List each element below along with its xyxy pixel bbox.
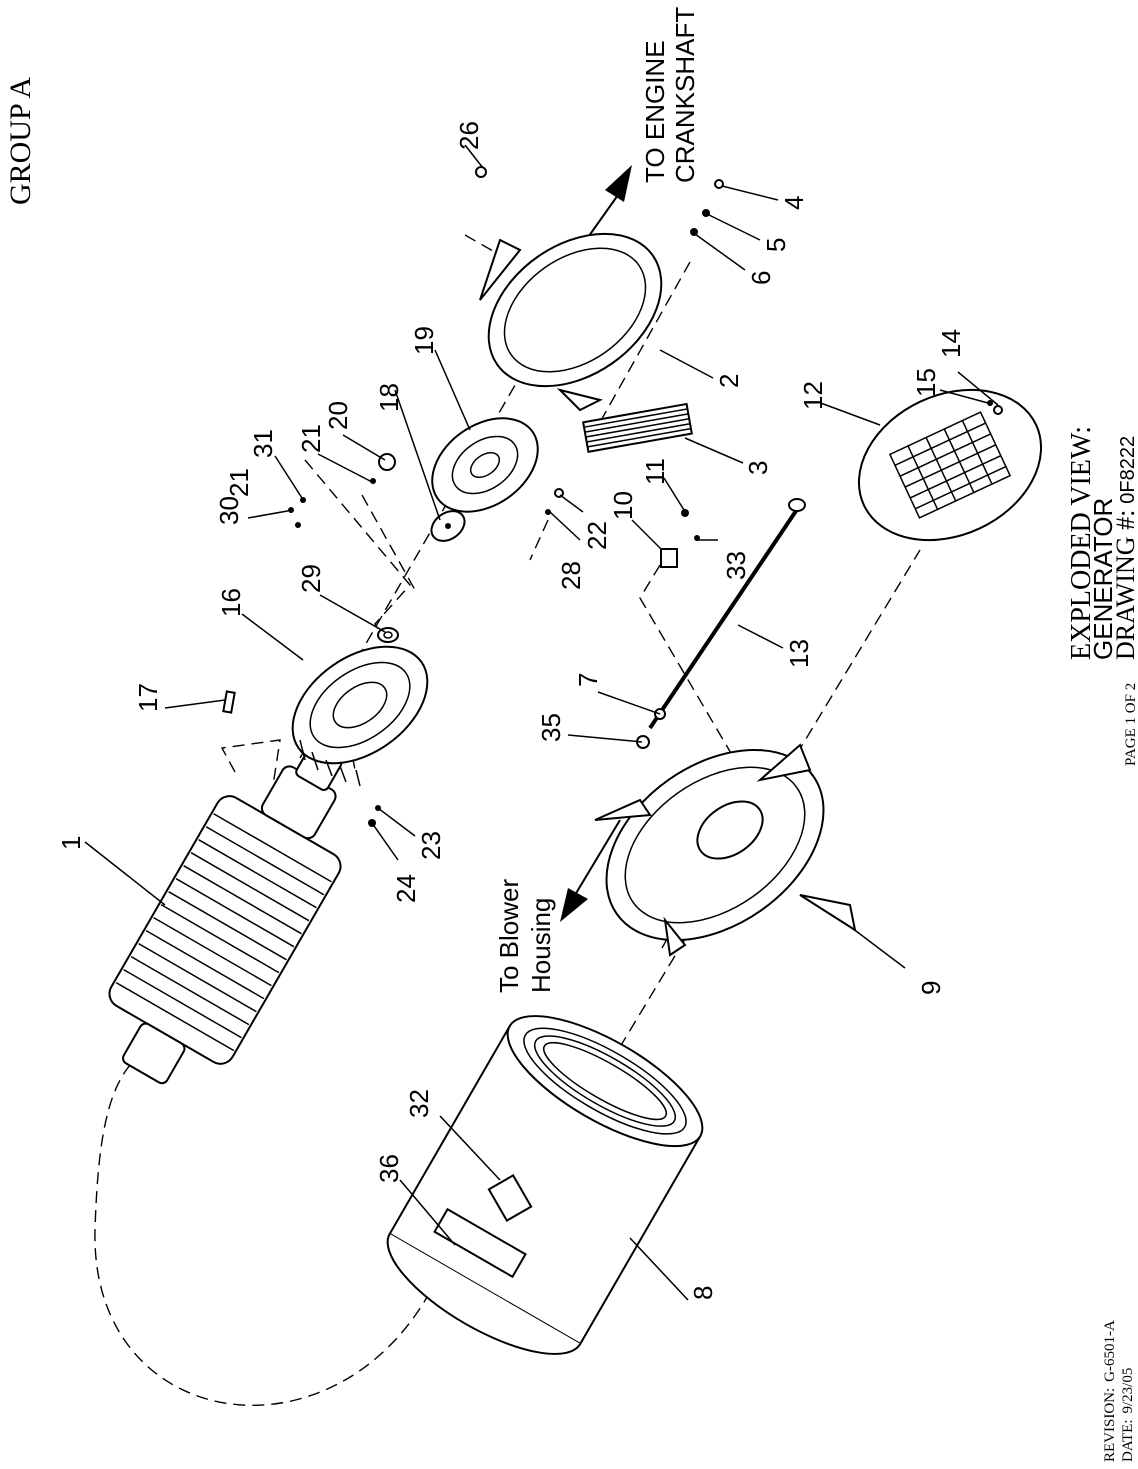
callout-7: 7	[573, 673, 603, 687]
through-bolt-part	[648, 498, 806, 730]
callout-3: 3	[743, 461, 773, 475]
to-blower-label-line2: Housing	[526, 898, 556, 993]
label-36-decal	[433, 1207, 527, 1279]
callout-1: 1	[56, 836, 86, 850]
callout-16: 16	[216, 588, 246, 617]
callout-35: 35	[536, 713, 566, 742]
callout-20: 20	[323, 401, 353, 430]
stator-housing-part	[386, 1015, 704, 1355]
rotor-insertion-arrow	[94, 1032, 431, 1406]
grille-plate-part	[582, 402, 693, 453]
callout-36: 36	[374, 1154, 404, 1183]
callout-32: 32	[404, 1089, 434, 1118]
to-engine-label-line1: TO ENGINE	[640, 40, 670, 183]
callout-23: 23	[416, 831, 446, 860]
flex-plate-part	[431, 417, 539, 513]
callout-5: 5	[761, 238, 791, 252]
to-blower-label-line1: To Blower	[494, 879, 524, 993]
small-hardware	[222, 166, 1003, 827]
callout-33: 33	[721, 551, 751, 580]
drawing-label: DRAWING #:	[1111, 510, 1138, 660]
callout-17: 17	[133, 683, 163, 712]
callout-6: 6	[746, 271, 776, 285]
fan-part	[291, 645, 429, 787]
callout-2: 2	[714, 374, 744, 388]
callout-18: 18	[374, 383, 404, 412]
end-cover-part	[857, 388, 1043, 542]
callout-21a: 21	[296, 424, 326, 453]
date-line: DATE:9/23/05	[1120, 1368, 1136, 1462]
callout-28: 28	[556, 561, 586, 590]
callout-31: 31	[248, 429, 278, 458]
label-32-decal	[487, 1174, 533, 1222]
callout-19: 19	[409, 326, 439, 355]
callout-22: 22	[582, 521, 612, 550]
rear-bearing-carrier-part	[594, 743, 857, 957]
callout-24: 24	[391, 874, 421, 903]
callout-12: 12	[798, 381, 828, 410]
view-title: EXPLODED VIEW:	[1066, 426, 1097, 660]
revision-line: REVISION:G-6501-A	[1102, 1320, 1118, 1462]
group-title: GROUP A	[4, 77, 37, 205]
callout-13: 13	[784, 639, 814, 668]
callout-8: 8	[688, 1286, 718, 1300]
callout-21b: 21	[224, 468, 254, 497]
view-subject: GENERATOR	[1088, 498, 1118, 660]
callout-26: 26	[454, 121, 484, 150]
callout-9: 9	[916, 981, 946, 995]
callout-30: 30	[214, 496, 244, 525]
callout-29: 29	[296, 564, 326, 593]
leader-lines	[84, 144, 999, 1301]
to-blower-arrow	[560, 819, 621, 922]
drawing-number: 0F8222	[1117, 436, 1138, 504]
page-number: PAGE 1 OF 2	[1123, 683, 1138, 766]
callout-10: 10	[608, 491, 638, 520]
callout-4: 4	[779, 196, 809, 210]
callout-11: 11	[640, 458, 670, 485]
drawing-number-label: DRAWING #: 0F8222	[1111, 436, 1138, 660]
callout-14: 14	[936, 329, 966, 358]
to-engine-label-line2: CRANKSHAFT	[670, 7, 700, 183]
callout-15: 15	[911, 368, 941, 397]
rotor-part	[108, 744, 343, 1085]
engine-adapter-part	[479, 232, 663, 412]
